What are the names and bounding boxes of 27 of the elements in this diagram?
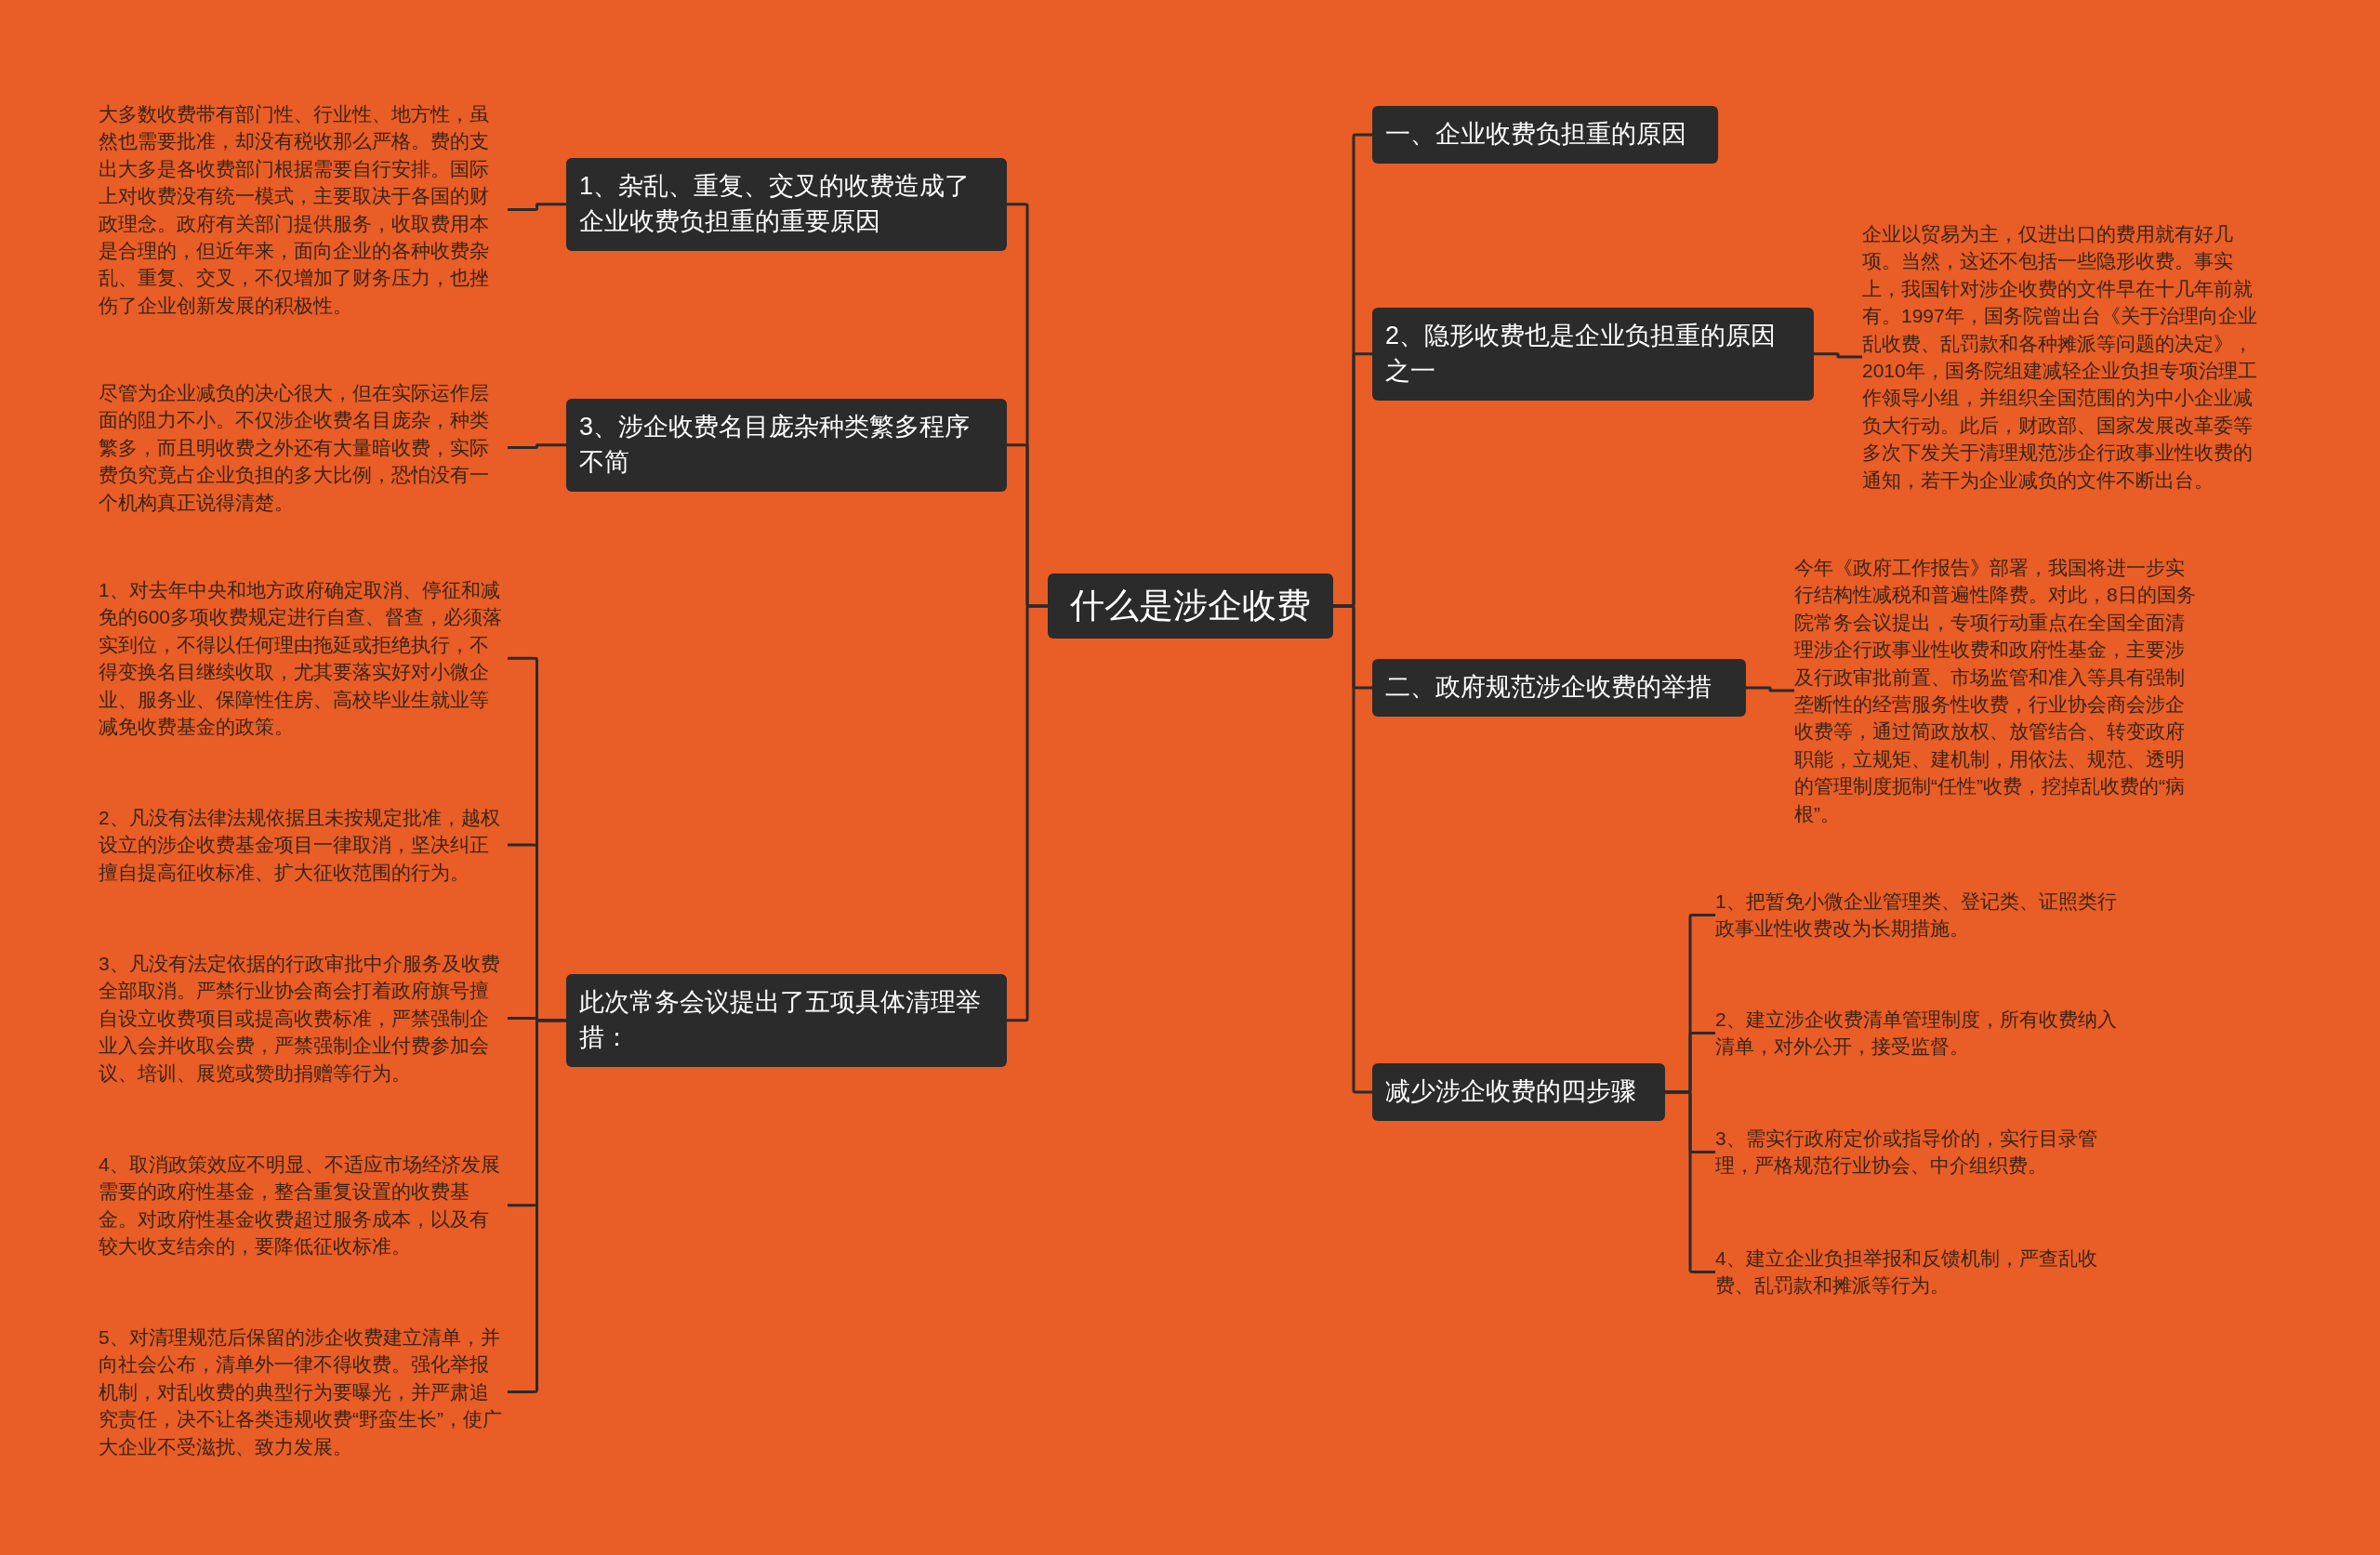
note-text: 4、建立企业负担举报和反馈机制，严查乱收费、乱罚款和摊派等行为。 <box>1715 1245 2124 1299</box>
connector-line <box>508 443 566 449</box>
note-text: 3、凡没有法定依据的行政审批中介服务及收费全部取消。严禁行业协会商会打着政府旗号擅自设立收费项目或提高收费标准，严禁强制企业入会并收取会费，严禁强制企业付费参加会议、培训、展览或赞助捐赠等行为。 <box>99 950 508 1087</box>
connector-line <box>1007 604 1048 1022</box>
topic-box: 一、企业收费负担重的原因 <box>1372 106 1718 164</box>
topic-box: 1、杂乱、重复、交叉的收费造成了企业收费负担重的重要原因 <box>566 158 1007 251</box>
connector-line <box>508 203 566 212</box>
topic-box: 2、隐形收费也是企业负担重的原因之一 <box>1372 308 1814 401</box>
note-text: 5、对清理规范后保留的涉企收费建立清单，并向社会公布，清单外一律不得收费。强化举报机制，对乱收费的典型行为要曝光，并严肃追究责任，决不让各类违规收费“野蛮生长”，使广大企业不受滋扰、致力发展。 <box>99 1324 508 1460</box>
note-text: 1、对去年中央和地方政府确定取消、停征和减免的600多项收费规定进行自查、督查，必须落实到位，不得以任何理由拖延或拒绝执行，不得变换名目继续收取，尤其要落实好对小微企业、服务业、保障性住房、高校毕业生就业等减免收费基金的政策。 <box>99 576 508 741</box>
topic-box: 减少涉企收费的四步骤 <box>1372 1063 1665 1121</box>
connector-line <box>1814 352 1862 359</box>
central-topic-box: 什么是涉企收费 <box>1048 573 1333 639</box>
note-text: 尽管为企业减负的决心很大，但在实际运作层面的阻力不小。不仅涉企收费名目庞杂，种类繁多，而且明收费之外还有大量暗收费，实际费负究竟占企业负担的多大比例，恐怕没有一个机构真正说得清楚。 <box>99 379 508 516</box>
note-text: 大多数收费带有部门性、行业性、地方性，虽然也需要批准，却没有税收那么严格。费的支出大多是各收费部门根据需要自行安排。国际上对收费没有统一模式，主要取决于各国的财政理念。政府有关部门提供服务，收取费用本是合理的，但近年来，面向企业的各种收费杂乱、重复、交叉，不仅增加了财务压力，也挫伤了企业创新发展的积极性。 <box>99 100 508 320</box>
note-text: 4、取消政策效应不明显、不适应市场经济发展需要的政府性基金，整合重复设置的收费基金。对政府性基金收费超过服务成本，以及有较大收支结余的，要降低征收标准。 <box>99 1151 508 1260</box>
note-text: 3、需实行政府定价或指导价的，实行目录管理，严格规范行业协会、中介组织费。 <box>1715 1125 2124 1179</box>
note-text: 企业以贸易为主，仅进出口的费用就有好几项。当然，这还不包括一些隐形收费。事实上，我国针对涉企收费的文件早在十几年前就有。1997年，国务院曾出台《关于治理向企业乱收费、乱罚款和各种摊派等问题的决定》，2010年，国务院组建减轻企业负担专项治理工作领导小组，并组织全国范围的为中小企业减负大行动。此后，财政部、国家发展改革委等多次下发关于清理规范涉企行政事业性收费的通知，若干为企业减负的文件不断出台。 <box>1862 220 2271 494</box>
note-text: 2、建立涉企收费清单管理制度，所有收费纳入清单，对外公开，接受监督。 <box>1715 1006 2124 1061</box>
connector-line <box>1333 604 1372 1094</box>
topic-box: 此次常务会议提出了五项具体清理举措： <box>566 974 1007 1067</box>
topic-box: 3、涉企收费名目庞杂种类繁多程序不简 <box>566 399 1007 492</box>
connector-line <box>1746 686 1794 692</box>
note-text: 2、凡没有法律法规依据且未按规定批准，越权设立的涉企收费基金项目一律取消，坚决纠正擅自提高征收标准、扩大征收范围的行为。 <box>99 804 508 887</box>
note-text: 今年《政府工作报告》部署，我国将进一步实行结构性减税和普遍性降费。对此，8日的国务院常务会议提出，专项行动重点在全国全面清理涉企行政事业性收费和政府性基金，主要涉及行政审批前置、市场监管和准入等具有强制垄断性的经营服务性收费，行业协会商会涉企收费等，通过简政放权、放管结合、转变政府职能，立规矩、建机制，用依法、规范、透明的管理制度扼制“任性”收费，挖掉乱收费的“病根”。 <box>1794 554 2203 827</box>
topic-box: 二、政府规范涉企收费的举措 <box>1372 659 1746 717</box>
note-text: 1、把暂免小微企业管理类、登记类、证照类行政事业性收费改为长期措施。 <box>1715 888 2124 942</box>
